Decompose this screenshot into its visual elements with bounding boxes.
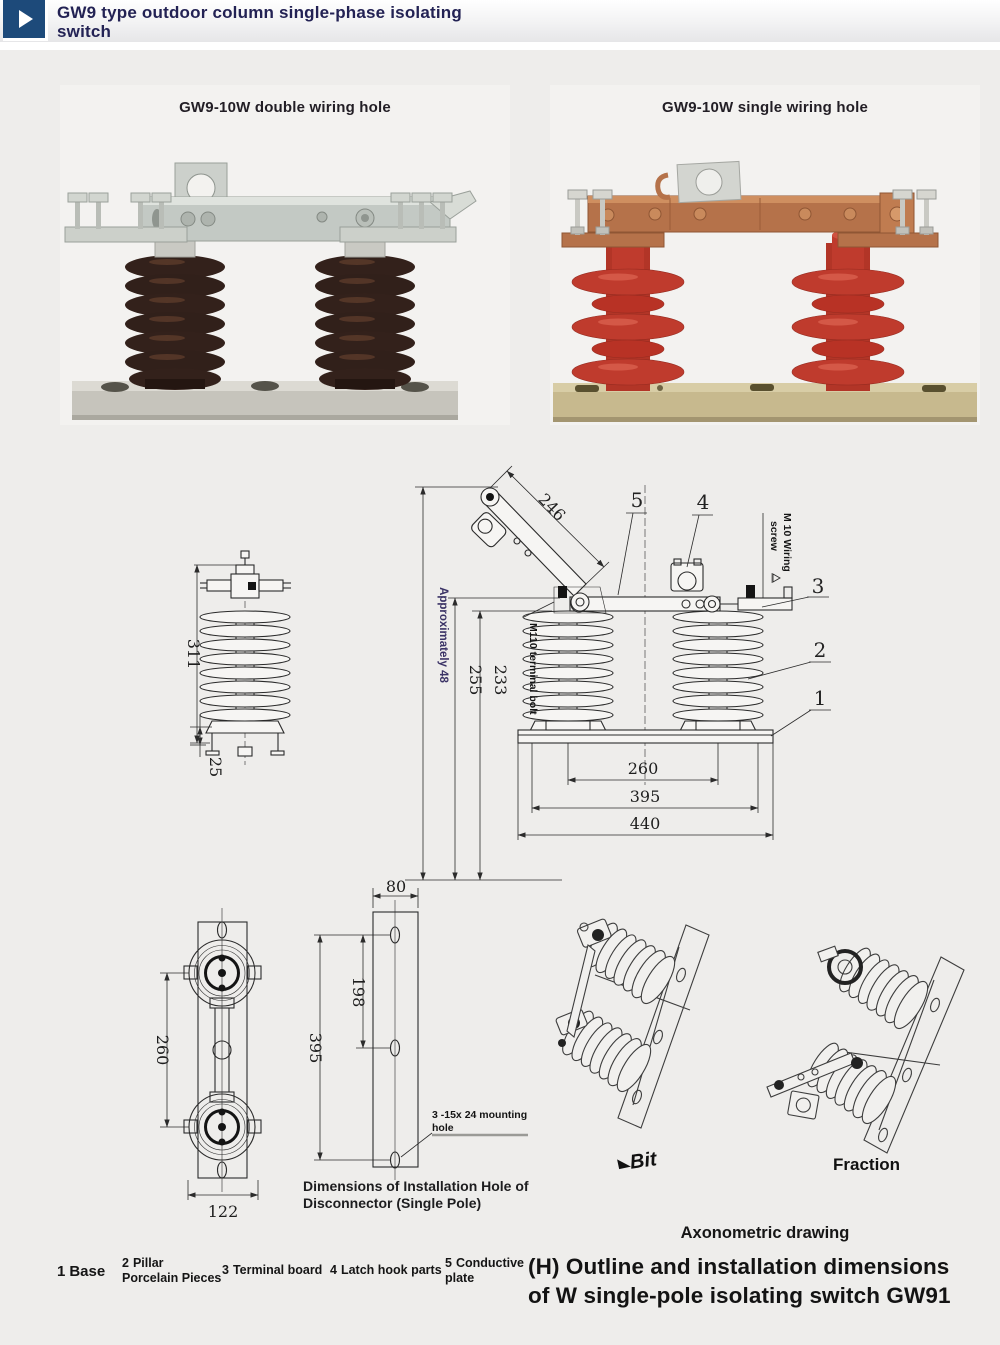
part-label-3: 3: [812, 574, 825, 598]
legend-label-2: Pillar Porcelain Pieces: [122, 1256, 222, 1285]
legend-label-4: Latch hook parts: [340, 1263, 442, 1277]
wiring-screw-label-line2: screw: [768, 521, 780, 552]
installation-drawing: 260 122 80 395 198: [153, 880, 528, 1221]
copper-bus-bar: [587, 160, 915, 236]
open-switch-sketch: [555, 916, 710, 1129]
wiring-screw-label-line1: M 10 Wiring: [781, 513, 793, 572]
dim-122: 122: [208, 1202, 239, 1221]
dim-260-plan: 260: [153, 1035, 172, 1066]
part-label-2: 2: [814, 638, 827, 662]
insulator-top-view-b: [183, 1091, 262, 1161]
dim-246: 246: [535, 490, 570, 525]
outline-drawing: 311 25: [184, 465, 831, 881]
axonometric-closed-sketch: [766, 941, 965, 1154]
closed-switch-sketch: [766, 941, 965, 1154]
page-title: GW9 type outdoor column single-phase iso…: [57, 3, 462, 41]
dim-260: 260: [628, 759, 659, 778]
photo-single-wiring-image: [553, 160, 977, 422]
dim-440: 440: [630, 814, 661, 833]
footer-title: (H) Outline and installation dimensions …: [528, 1252, 973, 1310]
header-divider: [0, 42, 1000, 50]
conductive-plate: [569, 595, 721, 613]
base-feet: [205, 733, 285, 757]
legend-num-2: 2: [122, 1256, 129, 1270]
brass-base: [553, 383, 977, 422]
assembly-view: 246 M 10 Wiring screw: [405, 465, 831, 881]
axonometric-open-sketch: [555, 916, 710, 1129]
legend-label-3: Terminal board: [232, 1263, 323, 1277]
part-label-1: 1: [814, 686, 827, 710]
page-header: GW9 type outdoor column single-phase iso…: [0, 0, 1000, 42]
latch-hook: [670, 558, 704, 592]
silicone-insulator-left: [571, 230, 685, 391]
dim-80: 80: [386, 880, 406, 896]
photo-double-wiring: GW9-10W double wiring hole: [60, 85, 510, 425]
datum-arrow-icon: [771, 573, 781, 583]
legend-label-1: Base: [69, 1263, 106, 1280]
terminal-bolt-label: M110 terminal bolt: [527, 623, 539, 715]
legend-num-1: 1: [57, 1263, 66, 1280]
insulator-top-view-a: [183, 939, 262, 1009]
terminal-right: [837, 189, 939, 248]
axon-right-label: Fraction: [833, 1155, 901, 1174]
single-pole-view: 311 25: [184, 550, 291, 777]
dim-311: 311: [184, 639, 203, 670]
photo-caption-left: GW9-10W double wiring hole: [179, 99, 391, 116]
top-terminal: [200, 550, 291, 599]
dim-198: 198: [349, 977, 368, 1008]
legend-num-4: 4: [330, 1263, 337, 1277]
legend-num-5: 5: [445, 1256, 452, 1270]
install-caption-line2: Disconnector (Single Pole): [303, 1195, 482, 1211]
photo-single-wiring: GW9-10W single wiring hole: [550, 85, 980, 425]
porcelain-insulator-right: [315, 240, 415, 390]
dim-255: 255: [466, 665, 485, 696]
base-channel: [517, 720, 774, 744]
part-label-5: 5: [631, 488, 644, 512]
legend-num-3: 3: [222, 1263, 229, 1277]
steel-base: [72, 381, 458, 420]
install-caption: Dimensions of Installation Hole of Disco…: [303, 1178, 533, 1212]
terminal-bolt-left: [558, 586, 567, 598]
mounting-plate-view: 80 395 198 3 -15x 24 mounting hole: [306, 880, 528, 1180]
terminal-board: [720, 585, 793, 611]
silicone-insulator-right: [791, 230, 905, 391]
porcelain-insulator-left: [125, 240, 225, 390]
dim-25: 25: [206, 757, 225, 777]
play-icon: [3, 0, 48, 41]
part-label-4: 4: [697, 490, 710, 514]
footer-title-line1: (H) Outline and installation dimensions: [528, 1254, 950, 1279]
dim-395: 395: [630, 787, 661, 806]
mounting-hole-note-line2: hole: [432, 1122, 454, 1134]
axon-left-label: Bit: [628, 1148, 659, 1174]
plan-view: 260 122: [153, 908, 262, 1221]
dim-395-plate: 395: [306, 1033, 325, 1064]
footer-title-line2: of W single-pole isolating switch GW91: [528, 1283, 951, 1308]
axonometric-caption: Axonometric drawing: [680, 1224, 850, 1242]
approx-height-label: Approximately 48: [437, 587, 449, 683]
install-caption-line1: Dimensions of Installation Hole of: [303, 1178, 529, 1194]
terminal-left: [561, 189, 665, 248]
mounting-hole-note-line1: 3 -15x 24 mounting: [432, 1109, 527, 1121]
photo-caption-right: GW9-10W single wiring hole: [661, 99, 869, 116]
dim-233: 233: [491, 665, 510, 696]
terminal-left: [64, 192, 188, 243]
legend-label-5: Conductive plate: [445, 1256, 525, 1285]
terminal-right: [339, 192, 457, 243]
photo-double-wiring-image: [64, 162, 477, 420]
blade-arm: [471, 487, 607, 614]
